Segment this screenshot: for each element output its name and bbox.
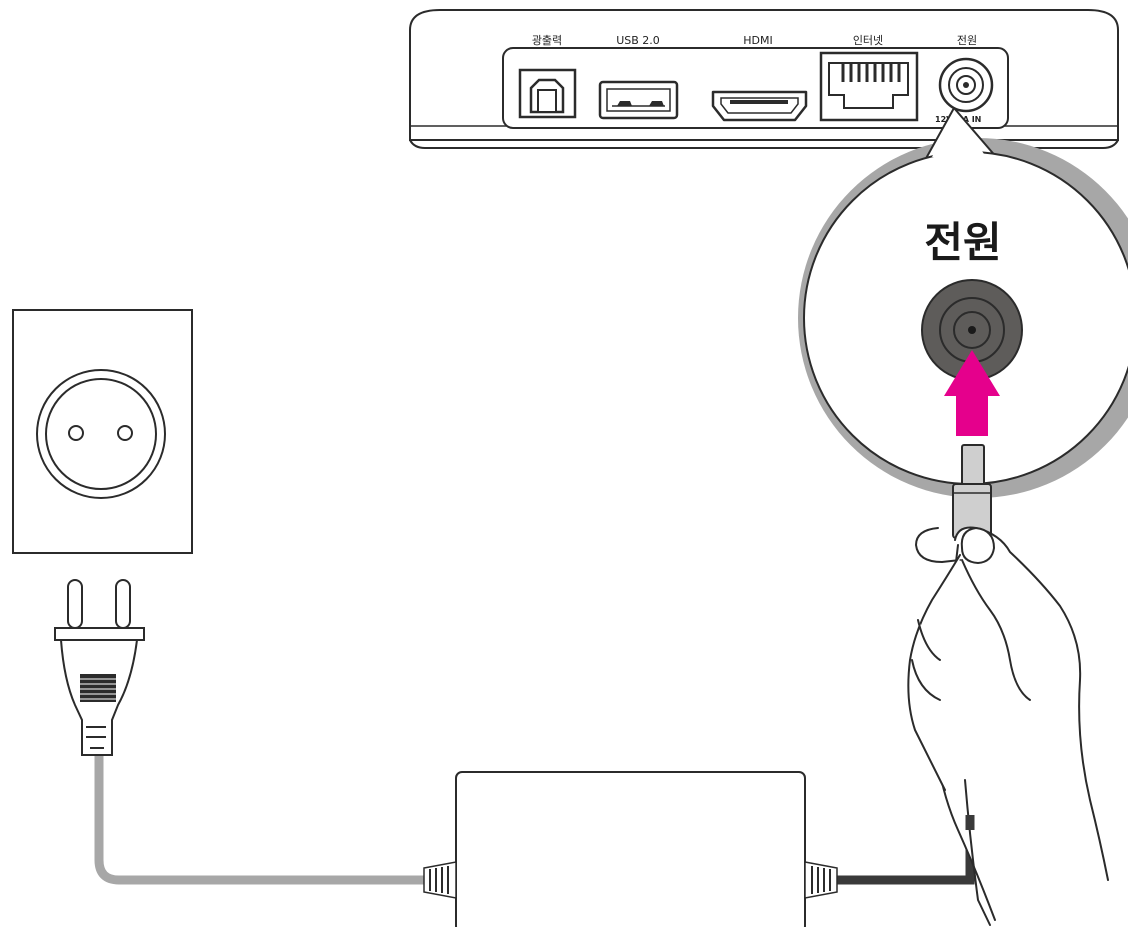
hand-illustration bbox=[907, 526, 1109, 926]
callout-title: 전원 bbox=[924, 218, 1001, 267]
hdmi-port-icon bbox=[711, 90, 808, 122]
port-label-optical: 광출력 bbox=[532, 34, 562, 47]
ac-plug bbox=[54, 579, 145, 756]
ethernet-port-icon bbox=[819, 51, 919, 122]
power-zoom-callout: 전원 bbox=[798, 107, 1128, 498]
dc-cable bbox=[834, 815, 975, 885]
optical-port-icon bbox=[518, 68, 577, 119]
wall-outlet bbox=[12, 309, 193, 554]
port-label-power: 전원 bbox=[957, 34, 977, 47]
set-top-box: 광출력 USB 2.0 HDMI 인터넷 전원 bbox=[409, 9, 1119, 149]
insert-arrow-icon bbox=[944, 350, 1000, 436]
port-label-hdmi: HDMI bbox=[743, 34, 772, 47]
power-adapter bbox=[423, 771, 838, 927]
adapter-strain-relief-right bbox=[804, 861, 838, 899]
ac-cable bbox=[94, 750, 432, 885]
port-label-usb: USB 2.0 bbox=[616, 34, 660, 47]
usb-port-icon bbox=[598, 80, 679, 120]
adapter-strain-relief-left bbox=[423, 861, 457, 899]
dc-plug bbox=[952, 444, 992, 539]
port-label-ethernet: 인터넷 bbox=[853, 34, 883, 47]
power-port-icon bbox=[938, 57, 994, 113]
